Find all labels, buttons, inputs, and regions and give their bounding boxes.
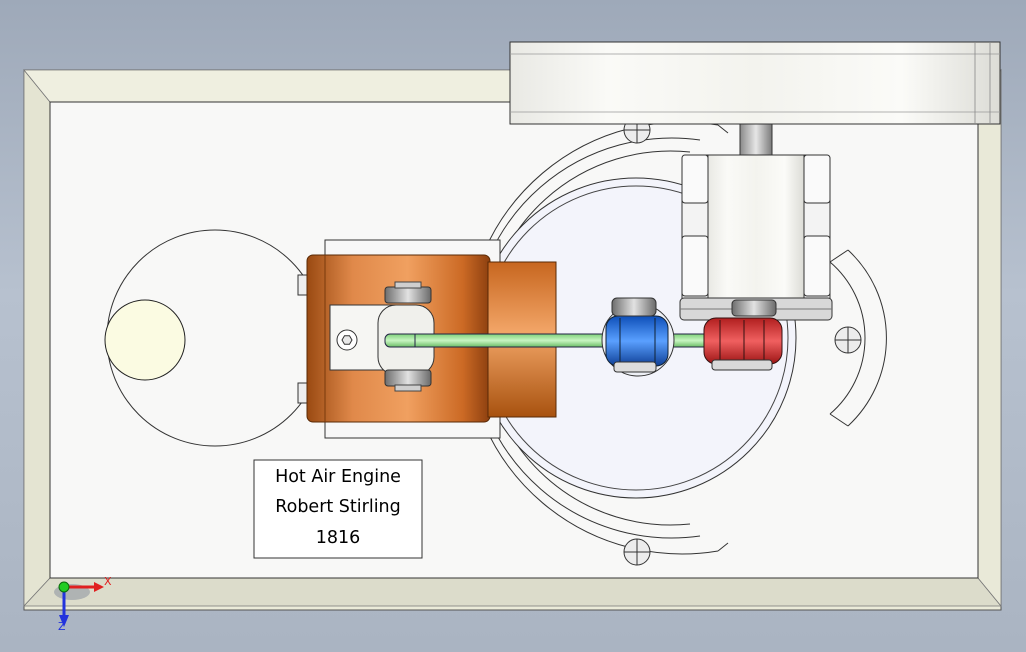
- crankshaft: [739, 123, 773, 159]
- plaque: [253, 459, 423, 559]
- hex-nut-icon: [384, 281, 432, 392]
- blue-bearing: [601, 303, 675, 377]
- screw-head-icon: [834, 326, 862, 354]
- hex-nut-icon: [611, 297, 657, 373]
- hex-nut-icon: [711, 299, 777, 371]
- side-bracket: [829, 249, 887, 427]
- plaque-year: 1816: [315, 528, 361, 548]
- plaque-inventor: Robert Stirling: [275, 497, 401, 517]
- plaque-title: Hot Air Engine: [275, 467, 401, 487]
- screw-head-icon: [623, 538, 651, 566]
- flywheel: [509, 41, 1001, 125]
- axis-triad-icon: [54, 581, 104, 627]
- x-axis-label: X: [104, 575, 112, 588]
- z-axis-label: Z: [58, 620, 66, 633]
- hex-bolt-icon: [336, 329, 358, 351]
- displacer-cylinder: [679, 154, 833, 321]
- red-bearing: [703, 317, 783, 365]
